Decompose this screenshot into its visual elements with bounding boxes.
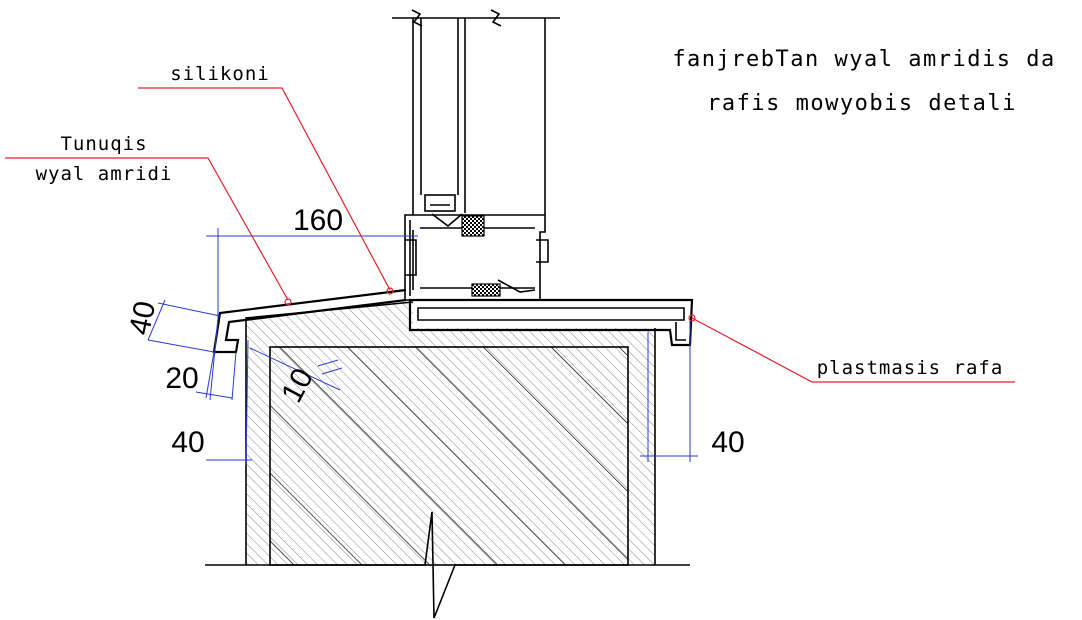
- label-silicone: silikoni: [170, 63, 270, 85]
- wall-break-line: [205, 511, 690, 619]
- tin-flashing: [212, 288, 407, 354]
- dimension-160: 160: [293, 204, 343, 237]
- leader-lines: [5, 87, 1015, 383]
- dimension-lines: [147, 228, 698, 466]
- label-tin-line1: Tunuqis: [60, 133, 147, 155]
- plastic-sill: [408, 298, 694, 347]
- dimension-40-bottom-left: 40: [171, 426, 204, 459]
- dimension-40-top: 40: [123, 298, 162, 338]
- window-frame-profile: [392, 9, 560, 301]
- wall-masonry-core: [269, 346, 629, 566]
- drawing-title-line2: rafis mowyobis detali: [707, 91, 1017, 116]
- label-plastic-sill: plastmasis rafa: [817, 357, 1004, 379]
- drawing-title-line1: fanjrebTan wyal amridis da: [672, 47, 1055, 72]
- dimension-20: 20: [165, 362, 198, 395]
- label-tin-line2: wyal amridi: [36, 163, 173, 185]
- dimension-40-right: 40: [711, 426, 744, 459]
